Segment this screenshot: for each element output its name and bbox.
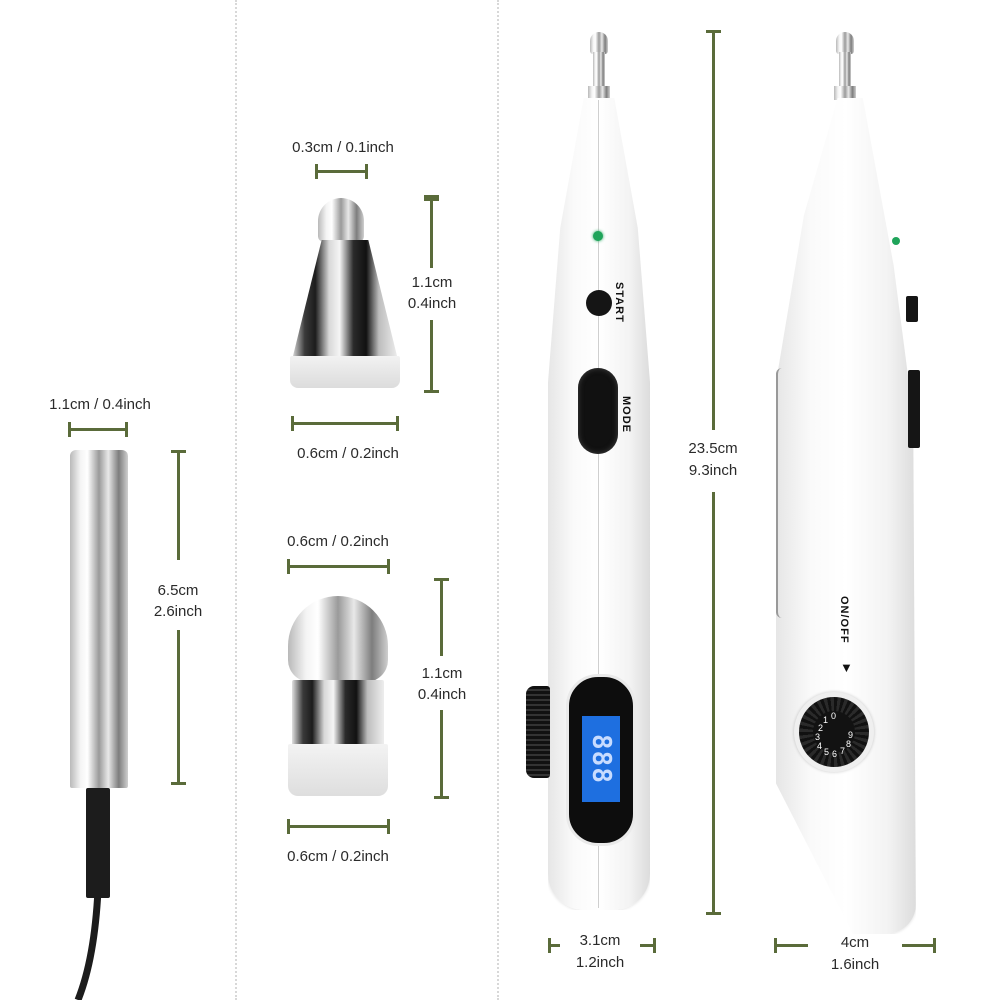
dial-number: 7	[840, 746, 846, 756]
dial-number: 8	[846, 739, 852, 749]
pen-side-width-dim-right	[902, 944, 936, 947]
dial-number: 2	[818, 723, 824, 733]
pen-front-width-inch: 1.2inch	[575, 954, 625, 971]
pen-side-width-cap-right	[933, 938, 936, 953]
pen-front-seam	[598, 100, 599, 908]
dial-number: 6	[832, 749, 838, 759]
divider-left	[235, 0, 237, 1000]
probe-height-cm: 6.5cm	[157, 582, 199, 599]
ball-base-width-dimension	[287, 819, 390, 834]
cone-body	[292, 240, 398, 360]
ball-height-cap-top	[434, 578, 449, 581]
pen-length-dim-top	[712, 30, 715, 430]
ball-height-cm: 1.1cm	[421, 665, 463, 682]
pen-length-inch: 9.3inch	[688, 462, 738, 479]
intensity-wheel[interactable]	[526, 686, 550, 778]
probe-height-inch: 2.6inch	[153, 603, 203, 620]
cone-top-width-dimension	[315, 164, 368, 179]
start-label: START	[613, 282, 625, 323]
ball-height-inch: 0.4inch	[417, 686, 467, 703]
dial-housing: 0 1 2 3 4 5 6 7 8 9	[794, 692, 874, 772]
dial-number: 5	[824, 747, 830, 757]
ball-base-width-label: 0.6cm / 0.2inch	[287, 848, 389, 865]
pen-side-width-cm: 4cm	[840, 934, 870, 951]
probe-cylinder	[70, 450, 128, 788]
probe-width-dimension	[68, 422, 128, 437]
pen-length-cm: 23.5cm	[688, 440, 738, 457]
dial-number: 9	[848, 730, 854, 740]
pen-front-tip-collar	[588, 86, 610, 100]
lcd-screen: 888	[582, 716, 620, 802]
pen-side-clip	[776, 368, 784, 618]
divider-right	[497, 0, 499, 1000]
cone-height-cap-top	[424, 198, 439, 201]
probe-height-dim-top	[177, 450, 180, 560]
lcd-bezel: 888	[566, 674, 636, 846]
onoff-arrow-icon: ▼	[840, 660, 853, 675]
cone-height-dim-top	[430, 198, 433, 268]
ball-height-cap-bottom	[434, 796, 449, 799]
onoff-label: ON/OFF	[838, 596, 850, 644]
probe-width-label: 1.1cm / 0.4inch	[49, 396, 151, 413]
ball-height-dim-top	[440, 578, 443, 656]
cone-base	[290, 356, 400, 388]
ball-body	[292, 680, 384, 746]
pen-side-width-inch: 1.6inch	[830, 956, 880, 973]
dial-number: 4	[817, 741, 823, 751]
cone-height-cap-bottom	[424, 390, 439, 393]
pen-side-led	[892, 237, 900, 245]
ball-top-width-label: 0.6cm / 0.2inch	[287, 533, 389, 550]
pen-front-width-dim-right	[640, 944, 656, 947]
pen-front-tip-ball	[590, 32, 608, 54]
pen-side-tip-shaft	[839, 52, 851, 88]
pen-side-mode-button[interactable]	[908, 370, 920, 448]
pen-length-dim-bottom	[712, 492, 715, 914]
pen-front-width-cm: 3.1cm	[579, 932, 621, 949]
probe-cable	[74, 890, 102, 1000]
pen-front-tip-shaft	[593, 52, 605, 88]
cone-ball-top	[318, 198, 364, 242]
ball-base	[288, 744, 388, 796]
mode-button[interactable]	[578, 368, 618, 454]
cone-height-dim-bottom	[430, 320, 433, 392]
start-button[interactable]	[586, 290, 612, 316]
mode-label: MODE	[620, 396, 632, 433]
probe-connector	[86, 788, 110, 898]
pen-side-body	[776, 98, 916, 934]
pen-front-width-dim-left	[548, 944, 560, 947]
pen-side-width-dim-left	[774, 944, 808, 947]
ball-height-dim-bottom	[440, 710, 443, 798]
cone-top-width-label: 0.3cm / 0.1inch	[292, 139, 394, 156]
onoff-dial[interactable]: 0 1 2 3 4 5 6 7 8 9	[799, 697, 869, 767]
led-indicator	[593, 231, 603, 241]
cone-base-width-label: 0.6cm / 0.2inch	[297, 445, 399, 462]
dial-number: 0	[831, 711, 837, 721]
cone-height-cm: 1.1cm	[411, 274, 453, 291]
pen-side-tip-collar	[834, 86, 856, 100]
lcd-value: 888	[586, 734, 616, 784]
pen-side-tip-ball	[836, 32, 854, 54]
dial-number: 3	[815, 732, 821, 742]
cone-height-inch: 0.4inch	[407, 295, 457, 312]
ball-head	[288, 596, 388, 682]
ball-top-width-dimension	[287, 559, 390, 574]
probe-height-cap-bottom	[171, 782, 186, 785]
pen-side-start-button[interactable]	[906, 296, 918, 322]
dial-number: 1	[823, 715, 829, 725]
pen-side-width-cap-left	[774, 938, 777, 953]
probe-height-cap-top	[171, 450, 186, 453]
cone-base-width-dimension	[291, 416, 399, 431]
pen-length-cap-top	[706, 30, 721, 33]
pen-length-cap-bottom	[706, 912, 721, 915]
probe-height-dim-bottom	[177, 630, 180, 785]
